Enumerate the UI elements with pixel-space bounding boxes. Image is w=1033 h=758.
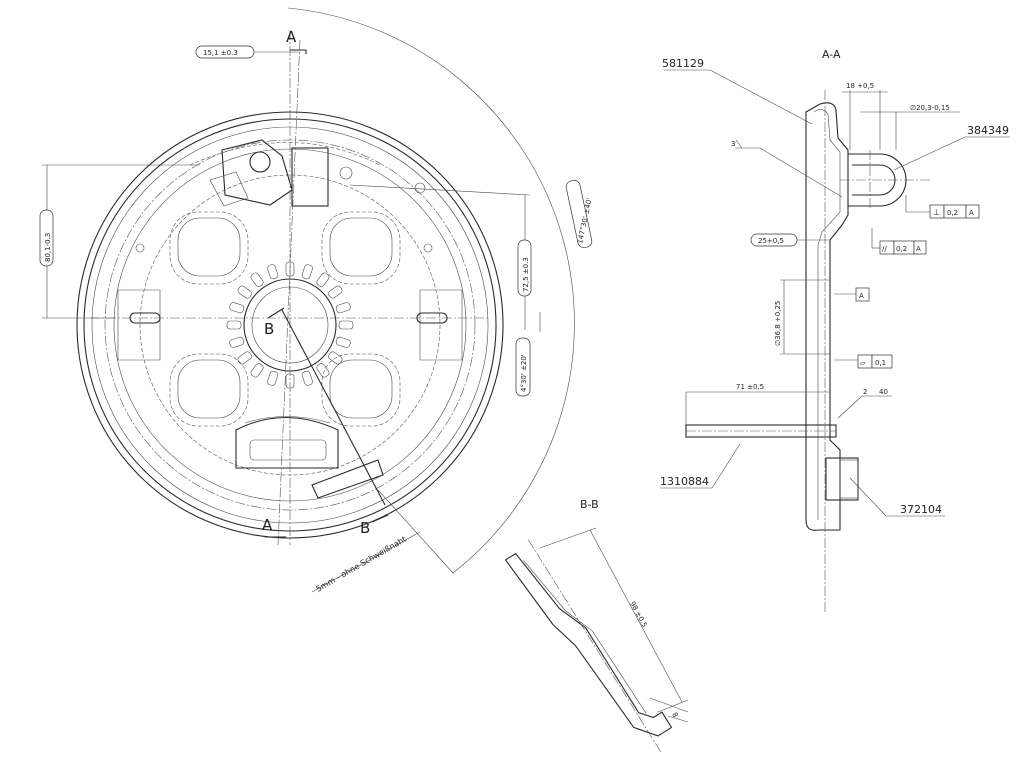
dim-4-30: 4°30' ±20': [520, 354, 528, 392]
lower-mechanism: [235, 416, 384, 499]
dim-72-5: 72,5 ±0.3: [522, 257, 530, 292]
dim-36-8: ∅36,8 +0,25: [774, 301, 782, 346]
front-view: A A B B 15,1 ±0.3 80,1-0.3 72,5 ±0.3 147…: [39, 7, 594, 594]
pockets: [117, 211, 463, 427]
perp-value: 0,2: [947, 209, 958, 217]
flat-symbol: ▱: [860, 359, 866, 367]
section-bb-label: B-B: [580, 498, 599, 511]
weld-2: 2: [863, 388, 867, 396]
section-a-marker-top: A: [286, 28, 297, 46]
weld-note: 5mm - ohne Schweißnaht: [315, 535, 408, 594]
par-value: 0,2: [896, 245, 907, 253]
dim-15-1: 15,1 ±0.3: [203, 49, 238, 57]
dim-25: 25+0,5: [758, 237, 784, 245]
dim-98: 98 ±0,5: [628, 600, 648, 629]
section-bb-view: B-B 98 ±0,5 8: [504, 498, 689, 752]
flat-value: 0,1: [875, 359, 886, 367]
part-1310884: 1310884: [660, 475, 709, 488]
upper-mechanism: [189, 139, 426, 207]
weld-3: 3: [731, 140, 735, 148]
dim-71: 71 ±0,5: [736, 383, 764, 391]
dim-8: 8: [670, 711, 679, 719]
section-a-marker-bottom: A: [262, 516, 273, 534]
weld-40: 40: [879, 388, 888, 396]
dim-20-3: ∅20,3-0,15: [910, 104, 950, 112]
datum-a: A: [859, 292, 864, 300]
section-aa-view: A-A 18 +0,5 ∅20,3-0,15 581129 38: [660, 48, 1010, 612]
perp-symbol: ⊥: [933, 208, 940, 217]
perp-ref: A: [969, 209, 974, 217]
dim-18: 18 +0,5: [846, 82, 874, 90]
section-b-marker-center: B: [264, 320, 274, 338]
section-aa-label: A-A: [822, 48, 841, 61]
par-symbol: //: [882, 245, 887, 253]
part-384349: 384349: [967, 124, 1009, 137]
part-372104: 372104: [900, 503, 942, 516]
dim-80-1: 80,1-0.3: [44, 233, 52, 262]
section-b-marker-bottom: B: [360, 519, 370, 537]
par-ref: A: [916, 245, 921, 253]
part-581129: 581129: [662, 57, 704, 70]
